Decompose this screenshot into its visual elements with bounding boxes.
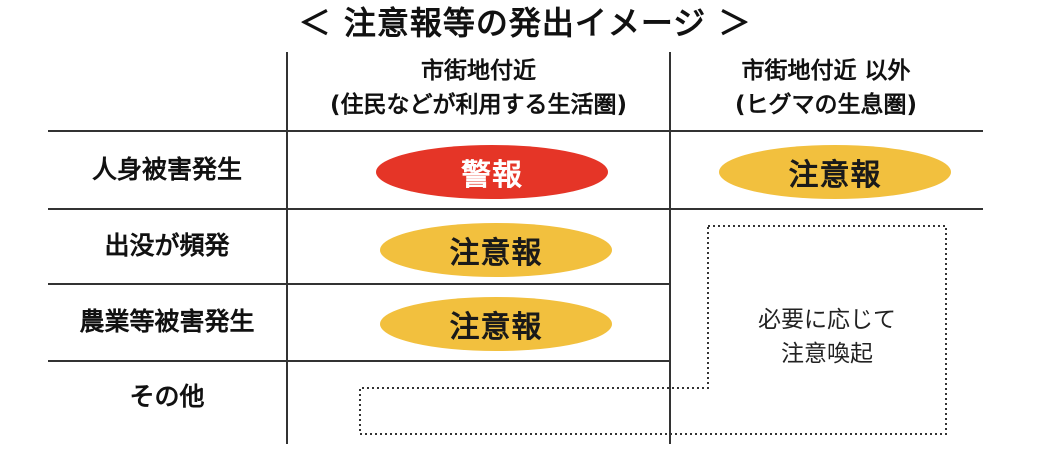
column-header-urban: 市街地付近 (住民などが利用する生活圏) <box>287 54 670 122</box>
note-text: 必要に応じて 注意喚起 <box>708 303 946 371</box>
note-line2: 注意喚起 <box>781 341 873 367</box>
column-header-non-urban: 市街地付近 以外 (ヒグマの生息圏) <box>670 54 982 122</box>
grid-divider-row-2 <box>48 283 670 285</box>
grid-divider-header <box>48 130 983 132</box>
advisory-badge-label: 注意報 <box>449 310 543 345</box>
advisory-badge-label: 注意報 <box>788 158 882 193</box>
advisory-badge-label: 注意報 <box>449 236 543 271</box>
row-label-other: その他 <box>129 382 205 411</box>
advisory-badge-non-urban: 注意報 <box>719 145 951 199</box>
column-header-urban-line1: 市街地付近 <box>421 58 536 84</box>
warning-badge-label: 警報 <box>461 158 523 193</box>
column-header-urban-line2: (住民などが利用する生活圏) <box>329 92 628 118</box>
warning-badge: 警報 <box>376 145 608 199</box>
column-header-non-urban-line2: (ヒグマの生息圏) <box>734 92 918 118</box>
row-label-agricultural-damage: 農業等被害発生 <box>79 307 255 336</box>
grid-divider-row-1 <box>48 208 983 210</box>
grid-divider-vertical-middle <box>669 52 671 444</box>
dotted-outline-path <box>359 225 947 435</box>
grid-divider-vertical-left <box>286 52 288 444</box>
note-line1: 必要に応じて <box>758 307 896 333</box>
grid-divider-row-3 <box>48 360 670 362</box>
row-label-frequent-sightings: 出没が頻発 <box>104 231 230 260</box>
column-header-non-urban-line1: 市街地付近 以外 <box>741 58 911 84</box>
advisory-badge-frequent-sightings: 注意報 <box>380 223 612 277</box>
row-label-human-damage: 人身被害発生 <box>91 155 242 184</box>
diagram-title: ＜ 注意報等の発出イメージ ＞ <box>298 4 752 42</box>
advisory-badge-agricultural: 注意報 <box>380 297 612 351</box>
